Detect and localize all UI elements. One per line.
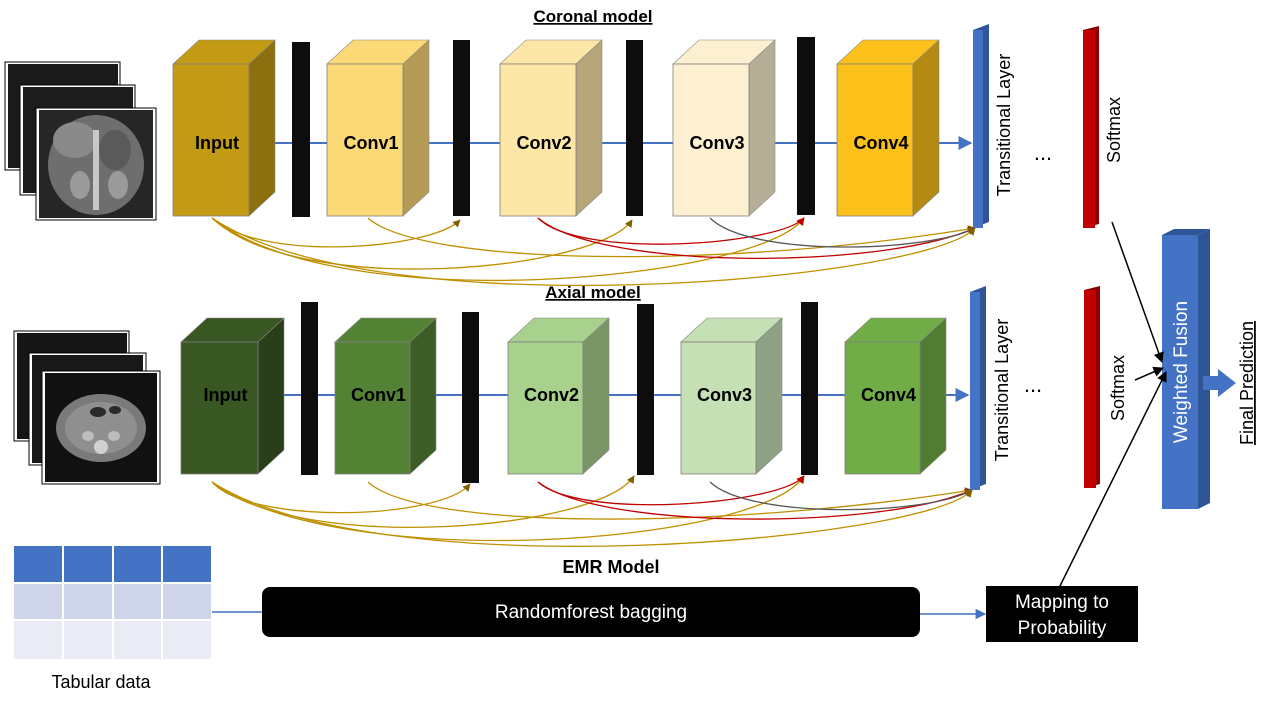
coronal-skip-connection bbox=[709, 217, 976, 248]
randomforest-bagging-box bbox=[262, 587, 920, 637]
axial-pooling-bar bbox=[301, 302, 318, 475]
coronal-block-conv4: Conv4 bbox=[836, 39, 940, 217]
axial-skip-connection bbox=[709, 481, 973, 511]
axial-block-label: Conv3 bbox=[697, 385, 752, 405]
axial-pooling-bar bbox=[801, 302, 818, 475]
axial-transitional-layer bbox=[970, 286, 986, 490]
coronal-skip-connection bbox=[367, 217, 976, 258]
emr-to-fusion-arrow bbox=[1057, 371, 1167, 591]
axial-to-fusion-arrow bbox=[1134, 366, 1164, 381]
coronal-skip-connection bbox=[211, 217, 976, 287]
coronal-pooling-bar bbox=[797, 37, 815, 215]
final-prediction-label: Final Prediction bbox=[1237, 321, 1257, 445]
axial-pooling-bar bbox=[637, 304, 654, 475]
coronal-block-label: Conv1 bbox=[343, 133, 398, 153]
axial-block-label: Conv4 bbox=[861, 385, 916, 405]
coronal-block-label: Conv4 bbox=[853, 133, 908, 153]
mapping-to-probability-box bbox=[986, 586, 1138, 642]
axial-pooling-bar bbox=[462, 312, 479, 483]
weighted-fusion-label: Weighted Fusion bbox=[1171, 301, 1192, 443]
weighted-fusion-block bbox=[1162, 229, 1210, 509]
coronal-pooling-bar bbox=[626, 40, 643, 216]
axial-block-label: Input bbox=[204, 385, 248, 405]
axial-model-title: Axial model bbox=[545, 283, 640, 302]
mapping-label-line1: Mapping to bbox=[1015, 592, 1109, 613]
coronal-skip-connection bbox=[537, 217, 976, 259]
coronal-block-label: Conv2 bbox=[516, 133, 571, 153]
coronal-skip-connection bbox=[211, 217, 461, 248]
axial-softmax-label: Softmax bbox=[1108, 355, 1128, 421]
mapping-label-line2: Probability bbox=[1018, 618, 1107, 639]
randomforest-bagging-label: Randomforest bagging bbox=[495, 602, 687, 623]
axial-ct-images bbox=[13, 330, 161, 485]
coronal-block-conv1: Conv1 bbox=[326, 39, 430, 217]
final-arrow bbox=[1203, 369, 1236, 397]
axial-block-conv3: Conv3 bbox=[680, 317, 783, 475]
axial-block-conv1: Conv1 bbox=[334, 317, 437, 475]
coronal-block-input: Input bbox=[172, 39, 276, 217]
coronal-block-label: Conv3 bbox=[689, 133, 744, 153]
coronal-skip-connection bbox=[211, 217, 633, 270]
coronal-block-label: Input bbox=[195, 133, 239, 153]
axial-transitional-label: Transitional Layer bbox=[992, 319, 1012, 461]
axial-skip-connection bbox=[211, 475, 635, 528]
coronal-pooling-bar bbox=[453, 40, 470, 216]
axial-block-conv2: Conv2 bbox=[507, 317, 610, 475]
tabular-data-table bbox=[14, 546, 211, 659]
coronal-block-conv2: Conv2 bbox=[499, 39, 603, 217]
axial-softmax-layer bbox=[1084, 286, 1100, 488]
axial-ellipsis: ... bbox=[1024, 372, 1042, 397]
coronal-softmax-layer bbox=[1083, 26, 1099, 228]
coronal-skip-connection bbox=[211, 217, 805, 281]
coronal-ct-images bbox=[4, 61, 157, 221]
coronal-softmax-label: Softmax bbox=[1104, 97, 1124, 163]
axial-model: Input Conv1 Conv2 Conv3 Conv4 bbox=[180, 302, 973, 547]
axial-skip-connection bbox=[211, 475, 805, 542]
axial-block-label: Conv2 bbox=[524, 385, 579, 405]
coronal-transitional-label: Transitional Layer bbox=[994, 54, 1014, 196]
tabular-data-label: Tabular data bbox=[51, 672, 151, 692]
coronal-to-fusion-arrow bbox=[1111, 221, 1164, 363]
coronal-model-title: Coronal model bbox=[533, 7, 652, 26]
coronal-model: Input Conv1 Conv2 Conv3 Conv4 bbox=[172, 37, 976, 287]
axial-block-label: Conv1 bbox=[351, 385, 406, 405]
axial-skip-connection bbox=[211, 481, 973, 547]
coronal-ellipsis: ... bbox=[1034, 140, 1052, 165]
axial-block-input: Input bbox=[180, 317, 285, 475]
coronal-block-conv3: Conv3 bbox=[672, 39, 776, 217]
axial-skip-connection bbox=[367, 481, 973, 520]
emr-model-title: EMR Model bbox=[563, 557, 660, 577]
axial-block-conv4: Conv4 bbox=[844, 317, 947, 475]
coronal-pooling-bar bbox=[292, 42, 310, 217]
axial-skip-connection bbox=[211, 481, 471, 514]
coronal-transitional-layer bbox=[973, 24, 989, 228]
